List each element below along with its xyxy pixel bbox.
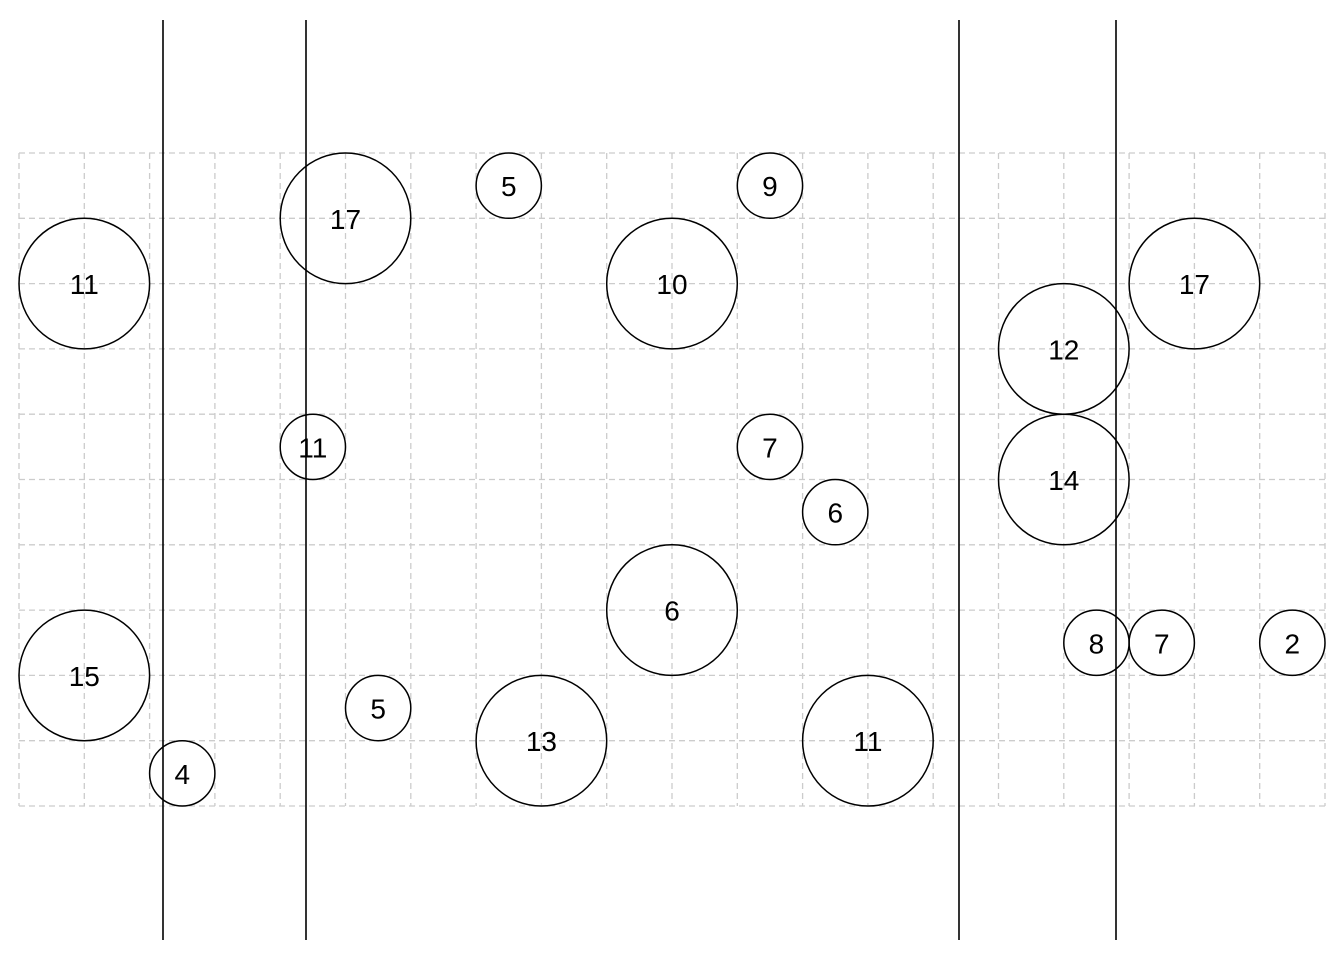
bubble: 6	[801, 478, 869, 546]
bubble: 11	[18, 217, 151, 350]
bubble-label: 12	[1048, 334, 1079, 365]
bubble-circle	[148, 739, 216, 807]
bubble-circle	[279, 413, 347, 481]
bubble-circle	[279, 152, 412, 285]
bubble: 15	[18, 609, 151, 742]
vertical-dividers	[162, 20, 1117, 940]
bubbles: 11 17 5 9 10 12 17 11 7 6 14 6 15 8 7 2 5 13 11 4	[18, 152, 1326, 807]
bubble: 14	[997, 413, 1130, 546]
bubble-label: 8	[1089, 628, 1105, 659]
bubble: 7	[1128, 609, 1196, 677]
bubble-circle	[18, 217, 151, 350]
bubble-label: 2	[1285, 628, 1301, 659]
bubble: 7	[736, 413, 804, 481]
bubble: 8	[1063, 609, 1130, 677]
bubble-circle	[605, 217, 739, 350]
bubble: 5	[475, 152, 543, 220]
bubble-label: 13	[526, 726, 557, 757]
bubble-label: 15	[69, 661, 100, 692]
bubble: 6	[605, 544, 739, 677]
bubble-circle	[801, 478, 869, 546]
bubble: 4	[148, 739, 216, 807]
bubble-label: 17	[330, 204, 361, 235]
bubble-circle	[344, 674, 412, 742]
bubble-circle	[736, 413, 804, 481]
bubble: 17	[1128, 217, 1261, 350]
bubble: 11	[279, 413, 347, 481]
bubble: 5	[344, 674, 412, 742]
bubble-label: 11	[298, 432, 327, 463]
bubble-circle	[475, 152, 543, 220]
bubble: 13	[475, 674, 608, 807]
bubble-label: 17	[1179, 269, 1210, 300]
bubble-label: 6	[664, 596, 680, 627]
bubble-label: 10	[656, 269, 687, 300]
bubble-circle	[18, 609, 151, 742]
bubble-label: 9	[762, 171, 778, 202]
bubble: 17	[279, 152, 412, 285]
bubble: 11	[801, 674, 934, 807]
bubble-label: 7	[1154, 628, 1170, 659]
bubble: 2	[1258, 609, 1326, 677]
bubble-circle	[801, 674, 934, 807]
bubble-circle	[475, 674, 608, 807]
bubble-label: 5	[501, 171, 517, 202]
bubble-circle	[605, 544, 739, 677]
bubble-label: 7	[762, 432, 778, 463]
bubble: 10	[605, 217, 739, 350]
bubble: 9	[736, 152, 804, 220]
bubble-label: 14	[1048, 465, 1079, 496]
bubble-label: 5	[370, 694, 386, 725]
bubble-label: 4	[174, 759, 190, 790]
bubble-circle	[1128, 217, 1261, 350]
bubble-circle	[1128, 609, 1196, 677]
bubble-circle	[997, 413, 1130, 546]
bubble-circle	[736, 152, 804, 220]
bubble-label: 11	[853, 726, 882, 757]
bubble-label: 6	[827, 498, 843, 529]
bubble-label: 11	[70, 269, 99, 300]
bubble-circle	[1258, 609, 1326, 677]
